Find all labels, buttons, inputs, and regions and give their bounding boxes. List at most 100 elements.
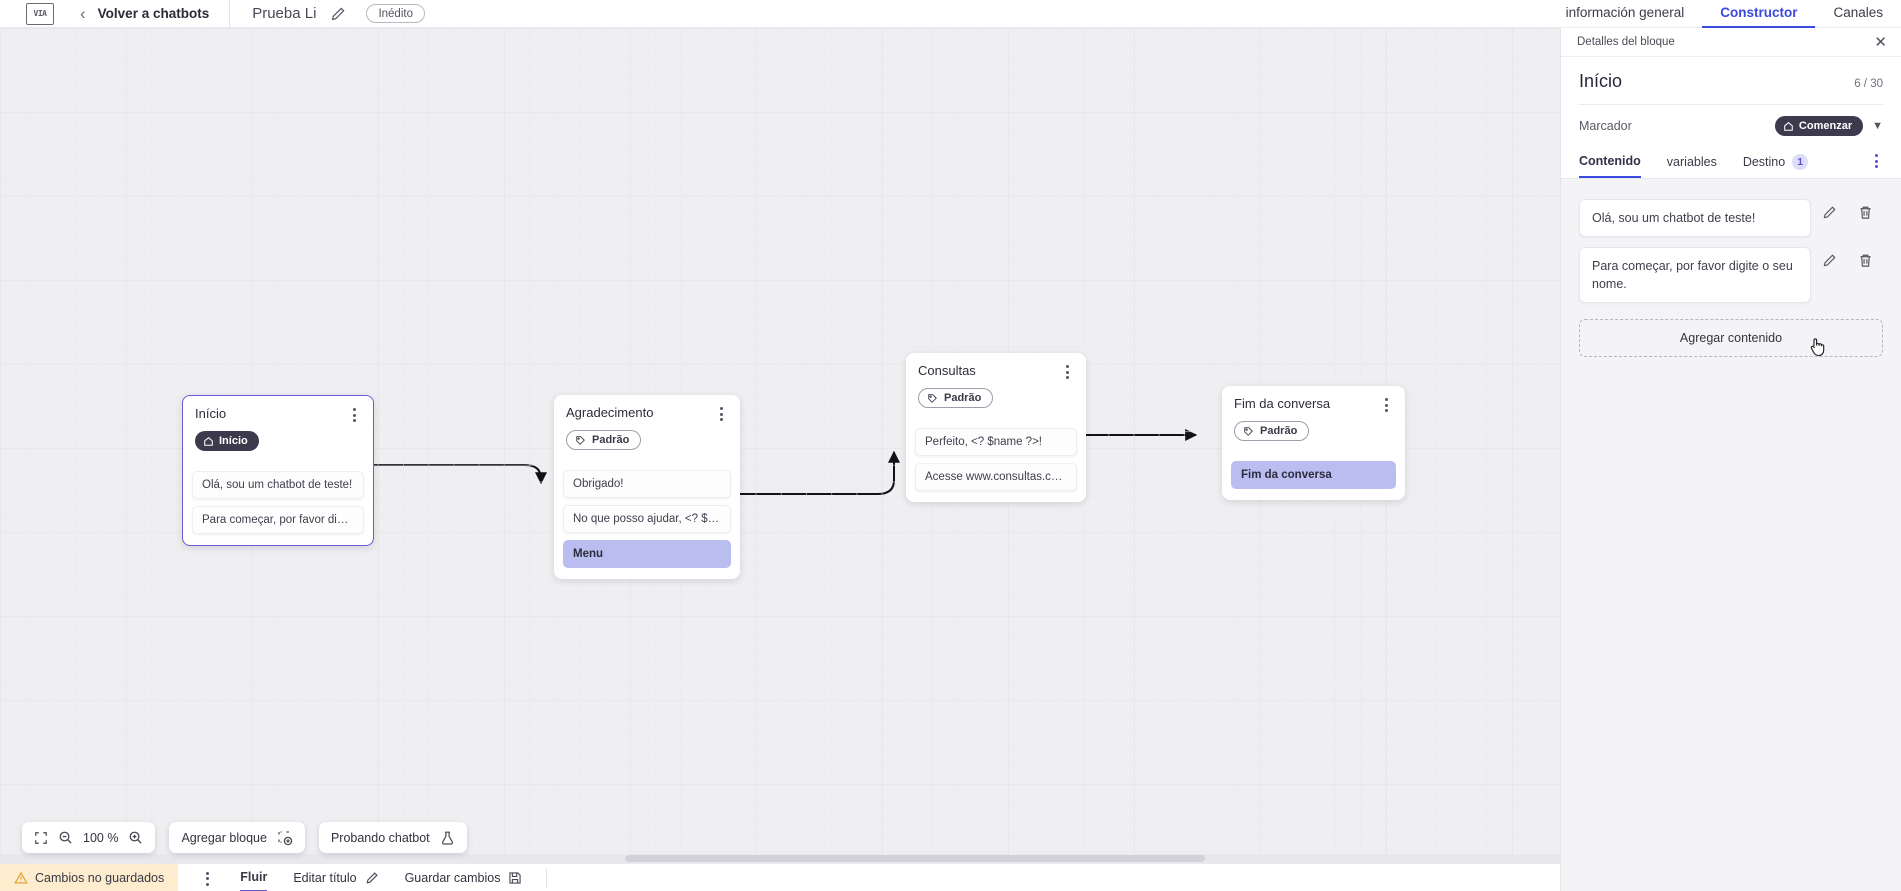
add-content-button[interactable]: Agregar contenido xyxy=(1579,319,1883,358)
block-badge-inicio: Início xyxy=(195,431,259,451)
pencil-icon[interactable] xyxy=(1811,253,1847,268)
block-title: Início xyxy=(195,406,227,421)
scrollbar-thumb[interactable] xyxy=(625,855,1205,862)
content-item-actions xyxy=(1811,199,1883,220)
bot-name-title: Prueba Li xyxy=(252,5,317,22)
block-messages: Perfeito, <? $name ?>! Acesse www.consul… xyxy=(906,417,1086,502)
page-title: Início xyxy=(1579,71,1623,91)
add-block-button[interactable]: Agregar bloque xyxy=(169,822,305,853)
flow-block-inicio[interactable]: Início Início Olá, sou um chatbot de tes… xyxy=(182,395,374,546)
warning-triangle-icon xyxy=(14,871,28,883)
tab-destino[interactable]: Destino 1 xyxy=(1742,148,1809,178)
flow-block-agradecimento[interactable]: Agradecimento Padrão Obrigado! No que po… xyxy=(554,395,740,579)
status-tab-fluir[interactable]: Fluir xyxy=(240,864,268,891)
add-block-label: Agregar bloque xyxy=(181,830,267,845)
panel-tabs-menu-button[interactable] xyxy=(1869,152,1883,174)
unsaved-changes-badge: Cambios no guardados xyxy=(0,863,179,891)
block-header: Agradecimento Padrão xyxy=(554,395,740,459)
zoom-controls: 100 % xyxy=(22,822,156,853)
content-item-actions xyxy=(1811,247,1883,268)
marker-value-badge[interactable]: Comenzar xyxy=(1774,116,1864,136)
block-menu-button[interactable] xyxy=(1060,363,1074,379)
tab-label: variables xyxy=(1666,155,1717,169)
tab-constructor[interactable]: Constructor xyxy=(1702,0,1816,28)
back-chevron-icon[interactable]: ‹ xyxy=(80,4,86,23)
flow-canvas[interactable]: Início Início Olá, sou um chatbot de tes… xyxy=(0,28,1560,863)
status-bar: Cambios no guardados Fluir Editar título… xyxy=(0,863,1560,891)
edit-title-button[interactable]: Editar título xyxy=(293,864,378,891)
tag-icon xyxy=(928,393,937,403)
block-messages: Olá, sou um chatbot de teste! Para começ… xyxy=(183,460,373,545)
block-message[interactable]: Olá, sou um chatbot de teste! xyxy=(192,471,364,499)
marker-value-label: Comenzar xyxy=(1798,120,1853,132)
block-badge-label: Padrão xyxy=(944,392,982,404)
tag-icon xyxy=(576,435,585,445)
block-menu-button[interactable] xyxy=(714,405,728,421)
flow-block-consultas[interactable]: Consultas Padrão Perfeito, <? $name ?>! … xyxy=(906,353,1086,502)
canvas-horizontal-scrollbar[interactable] xyxy=(0,854,1560,863)
top-tabs: información general Constructor Canales xyxy=(1548,0,1901,28)
fit-screen-icon[interactable] xyxy=(34,831,48,845)
block-badge-label: Início xyxy=(219,435,248,447)
block-badge-label: Padrão xyxy=(1260,425,1298,437)
block-message-menu[interactable]: Menu xyxy=(563,540,731,568)
block-menu-button[interactable] xyxy=(1379,396,1393,412)
tab-variables[interactable]: variables xyxy=(1667,149,1717,177)
content-item: Olá, sou um chatbot de teste! xyxy=(1579,199,1883,238)
home-icon xyxy=(204,436,213,446)
divider xyxy=(546,867,548,888)
tab-label: Destino xyxy=(1742,155,1786,169)
tab-label: Contenido xyxy=(1579,154,1641,168)
tab-informacion-general[interactable]: información general xyxy=(1565,5,1685,20)
back-to-chatbots-link[interactable]: Volver a chatbots xyxy=(97,6,210,21)
pencil-icon[interactable] xyxy=(1811,205,1847,220)
trash-icon[interactable] xyxy=(1847,253,1883,268)
edit-title-label: Editar título xyxy=(293,870,357,885)
zoom-out-icon[interactable] xyxy=(58,830,73,845)
status-menu-button[interactable] xyxy=(200,870,214,886)
panel-content-list: Olá, sou um chatbot de teste! Par xyxy=(1561,179,1901,891)
pencil-icon[interactable] xyxy=(330,6,346,22)
close-icon[interactable]: ✕ xyxy=(1874,33,1887,51)
block-title: Consultas xyxy=(918,363,976,378)
block-badge-label: Padrão xyxy=(592,434,630,446)
block-message-end[interactable]: Fim da conversa xyxy=(1231,461,1396,489)
content-item-text[interactable]: Olá, sou um chatbot de teste! xyxy=(1579,199,1811,238)
top-bar: VIA ‹ Volver a chatbots Prueba Li Inédit… xyxy=(0,0,1901,28)
block-details-panel: Detalles del bloque ✕ Início 6 / 30 Marc… xyxy=(1560,28,1901,891)
panel-tabs: Contenido variables Destino 1 xyxy=(1561,148,1901,179)
block-menu-button[interactable] xyxy=(347,406,361,422)
tab-canales[interactable]: Canales xyxy=(1833,5,1883,20)
save-changes-button[interactable]: Guardar cambios xyxy=(405,864,523,891)
test-chatbot-button[interactable]: Probando chatbot xyxy=(318,822,467,853)
content-item: Para começar, por favor digite o seu nom… xyxy=(1579,247,1883,304)
panel-header: Detalles del bloque ✕ xyxy=(1561,28,1901,57)
divider xyxy=(229,0,231,28)
tab-contenido[interactable]: Contenido xyxy=(1579,148,1641,178)
home-icon xyxy=(1784,121,1793,131)
trash-icon[interactable] xyxy=(1847,205,1883,220)
block-message[interactable]: Acesse www.consultas.com par... xyxy=(915,463,1077,491)
block-title: Fim da conversa xyxy=(1234,396,1331,411)
block-message[interactable]: Obrigado! xyxy=(563,470,731,498)
block-message[interactable]: Para começar, por favor digite o ... xyxy=(192,506,364,534)
block-badge-padrao: Padrão xyxy=(1234,421,1310,441)
panel-header-label: Detalles del bloque xyxy=(1577,36,1675,48)
block-message[interactable]: Perfeito, <? $name ?>! xyxy=(915,428,1077,456)
chevron-down-icon[interactable]: ▼ xyxy=(1872,120,1883,132)
block-badge-padrao: Padrão xyxy=(566,430,642,450)
save-disk-icon xyxy=(509,871,522,884)
zoom-in-icon[interactable] xyxy=(128,830,143,845)
status-tab-label: Fluir xyxy=(240,869,268,884)
block-message[interactable]: No que posso ajudar, <? $name ... xyxy=(563,505,731,533)
block-title: Agradecimento xyxy=(566,405,654,420)
add-block-icon xyxy=(277,830,293,846)
content-item-text[interactable]: Para começar, por favor digite o seu nom… xyxy=(1579,247,1811,304)
block-messages: Obrigado! No que posso ajudar, <? $name … xyxy=(554,459,740,579)
destino-count-badge: 1 xyxy=(1792,154,1809,170)
flow-block-fim-da-conversa[interactable]: Fim da conversa Padrão Fim da conversa xyxy=(1222,386,1405,500)
block-badge-padrao: Padrão xyxy=(918,388,994,408)
app-logo: VIA xyxy=(26,2,54,25)
divider xyxy=(1579,104,1883,105)
publish-status-badge: Inédito xyxy=(366,4,425,23)
